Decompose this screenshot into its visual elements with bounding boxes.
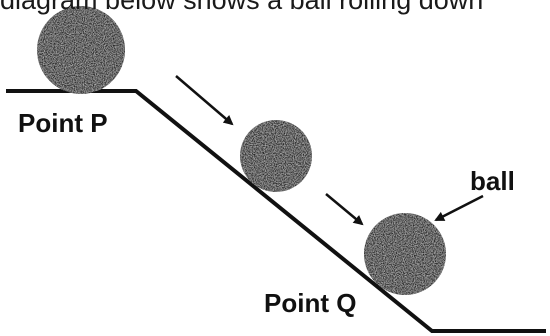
point-q-label: Point Q [264, 288, 357, 318]
ball-mid-slope [240, 120, 312, 192]
motion-arrow-lower [325, 193, 364, 226]
ball-label-pointer [434, 194, 484, 222]
ball-near-point-q [364, 213, 446, 295]
ball-label: ball [470, 166, 515, 196]
motion-arrow-upper [175, 75, 234, 126]
point-p-label: Point P [18, 108, 108, 138]
ball-at-point-p [37, 6, 125, 94]
caption-text: diagram below shows a ball rolling down [0, 0, 484, 15]
